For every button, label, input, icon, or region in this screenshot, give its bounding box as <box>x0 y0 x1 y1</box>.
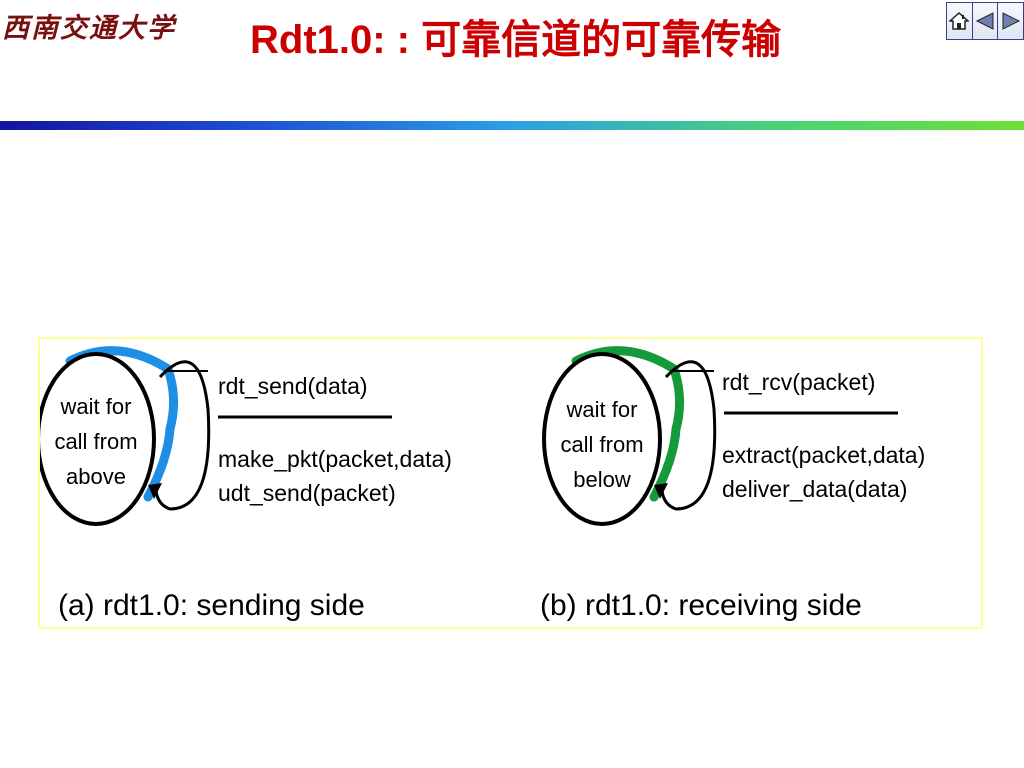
header-divider <box>0 121 1024 130</box>
fsm-diagram: wait for call from above rdt_send(data) … <box>40 346 925 622</box>
triangle-left-icon <box>975 12 994 30</box>
receiver-action-1: extract(packet,data) <box>722 442 925 468</box>
receiver-self-loop <box>660 360 717 511</box>
receiver-state-line-1: wait for <box>566 397 638 422</box>
sender-state-line-3: above <box>66 464 126 489</box>
slide-navigation <box>946 2 1024 40</box>
sender-loop-arrowhead <box>148 483 162 499</box>
sender-action-2: udt_send(packet) <box>218 480 396 506</box>
home-button[interactable] <box>947 3 973 39</box>
sender-event-label: rdt_send(data) <box>218 373 368 399</box>
sender-active-arc <box>65 346 178 502</box>
home-icon <box>949 11 970 30</box>
fsm-figure: wait for call from above rdt_send(data) … <box>38 337 983 629</box>
next-slide-button[interactable] <box>998 3 1024 39</box>
receiver-state-line-3: below <box>573 467 631 492</box>
receiver-active-arc <box>571 346 684 502</box>
sender-state-circle <box>40 352 156 526</box>
receiver-loop-arrowhead <box>654 483 668 499</box>
receiver-fsm: wait for call from below rdt_rcv(packet)… <box>540 346 925 622</box>
receiver-caption: (b) rdt1.0: receiving side <box>540 589 862 622</box>
sender-state-line-1: wait for <box>60 394 132 419</box>
sender-self-loop <box>154 360 211 511</box>
receiver-state-circle <box>542 352 662 526</box>
receiver-state-line-2: call from <box>560 432 643 457</box>
triangle-right-icon <box>1002 12 1020 30</box>
receiver-event-label: rdt_rcv(packet) <box>722 369 875 395</box>
page-title: Rdt1.0: : 可靠信道的可靠传输 <box>250 18 782 62</box>
university-logo: 西南交通大学 <box>2 13 176 44</box>
sender-caption: (a) rdt1.0: sending side <box>58 589 365 622</box>
sender-fsm: wait for call from above rdt_send(data) … <box>40 346 452 622</box>
receiver-action-2: deliver_data(data) <box>722 476 907 502</box>
sender-state-line-2: call from <box>54 429 137 454</box>
sender-action-1: make_pkt(packet,data) <box>218 446 452 472</box>
previous-slide-button[interactable] <box>972 3 999 39</box>
